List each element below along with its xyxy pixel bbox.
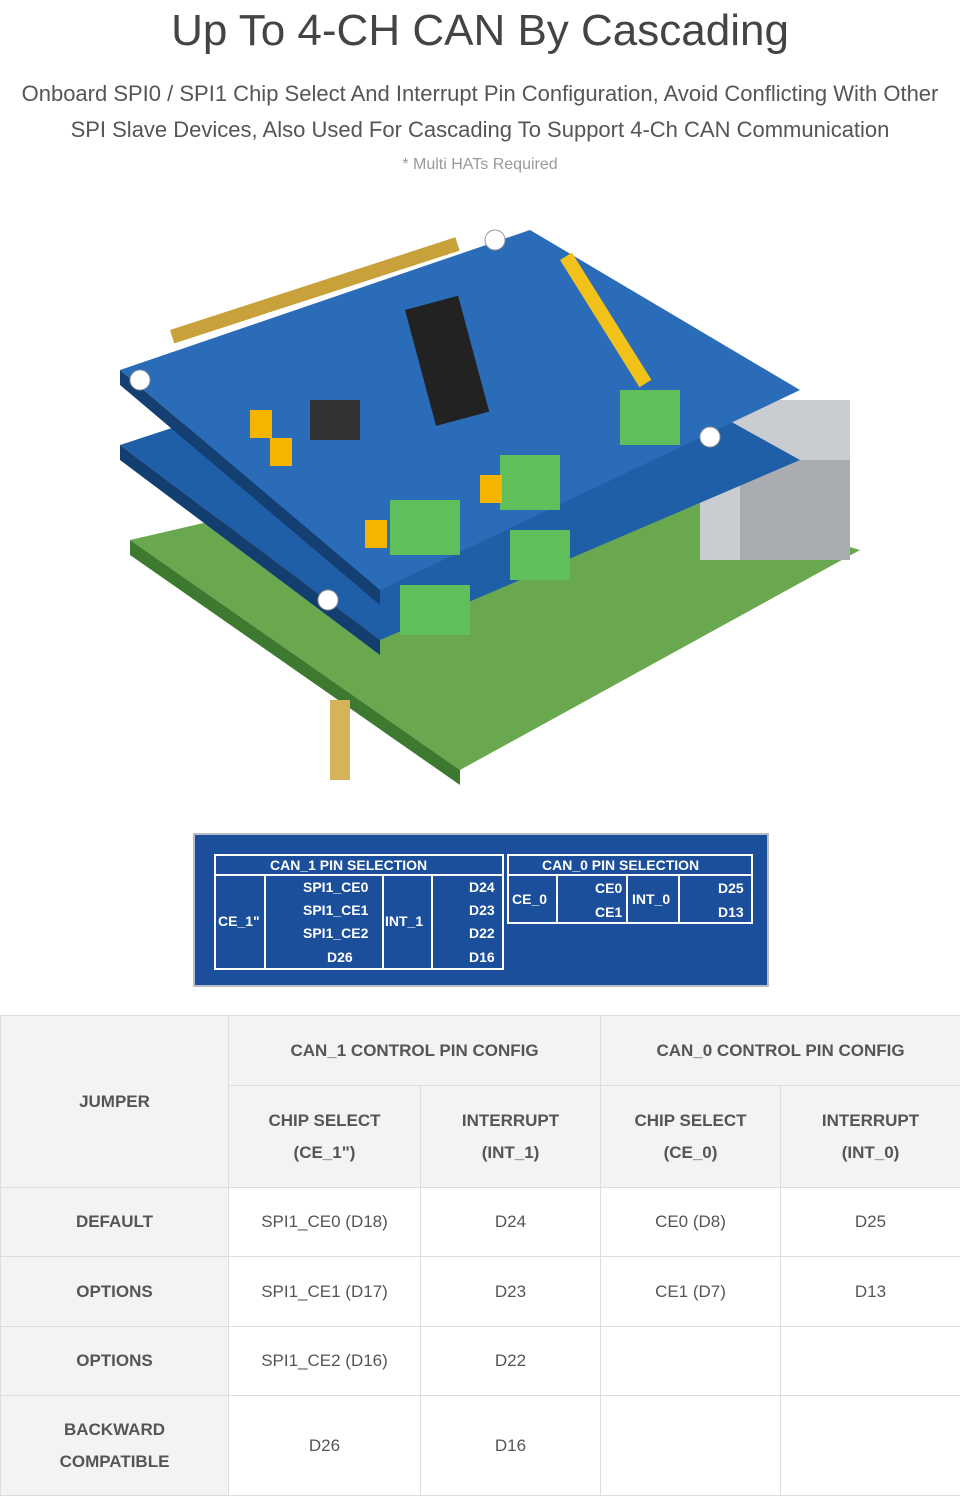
table-cell: D23 <box>420 1256 601 1327</box>
table-row: OPTIONS SPI1_CE1 (D17) D23 CE1 (D7) D13 <box>0 1256 960 1327</box>
subtitle-line-1: Onboard SPI0 / SPI1 Chip Select And Inte… <box>21 81 939 106</box>
int1-label: INT_1 <box>385 913 424 929</box>
table-cell: D13 <box>780 1256 960 1327</box>
column-header: CHIP SELECT(CE_1") <box>228 1085 421 1188</box>
table-row: BACKWARD COMPATIBLE D26 D16 <box>0 1395 960 1496</box>
subtitle: Onboard SPI0 / SPI1 Chip Select And Inte… <box>0 76 960 148</box>
can0-cs-option: CE0 <box>595 880 623 896</box>
table-cell: CE0 (D8) <box>600 1187 781 1257</box>
pin-selection-silkscreen: CAN_1 PIN SELECTION CAN_0 PIN SELECTION … <box>193 833 769 987</box>
can1-int-option: D23 <box>469 902 495 918</box>
table-cell: SPI1_CE2 (D16) <box>228 1326 421 1396</box>
can1-cs-option: SPI1_CE1 <box>303 902 369 918</box>
can1-int-option: D22 <box>469 925 495 941</box>
column-header: INTERRUPT(INT_0) <box>780 1085 960 1188</box>
product-photo <box>100 200 880 800</box>
isolation-module <box>405 295 490 426</box>
ce1-label: CE_1" <box>218 913 260 929</box>
can0-group-header: CAN_0 CONTROL PIN CONFIG <box>600 1015 960 1086</box>
subtitle-line-2: SPI Slave Devices, Also Used For Cascadi… <box>70 117 890 142</box>
table-cell: SPI1_CE0 (D18) <box>228 1187 421 1257</box>
table-cell <box>780 1326 960 1396</box>
column-header: CHIP SELECT(CE_0) <box>600 1085 781 1188</box>
can0-int-option: D13 <box>718 904 744 920</box>
table-cell: CE1 (D7) <box>600 1256 781 1327</box>
table-cell <box>780 1395 960 1496</box>
jumper-config-table: JUMPER CAN_1 CONTROL PIN CONFIG CAN_0 CO… <box>0 1015 960 1496</box>
can1-cs-option: SPI1_CE0 <box>303 879 369 895</box>
table-cell: D24 <box>420 1187 601 1257</box>
note: * Multi HATs Required <box>402 156 558 173</box>
can1-cs-option: SPI1_CE2 <box>303 925 369 941</box>
column-header: INTERRUPT(INT_1) <box>420 1085 601 1188</box>
can0-pin-selection-title: CAN_0 PIN SELECTION <box>542 857 700 873</box>
table-row: DEFAULT SPI1_CE0 (D18) D24 CE0 (D8) D25 <box>0 1187 960 1257</box>
can1-int-option: D24 <box>469 879 495 895</box>
table-row: OPTIONS SPI1_CE2 (D16) D22 <box>0 1326 960 1396</box>
table-cell: D22 <box>420 1326 601 1396</box>
can1-int-option: D16 <box>469 949 495 965</box>
jumper-header: JUMPER <box>0 1015 229 1188</box>
row-label: DEFAULT <box>0 1187 229 1257</box>
table-cell <box>600 1326 781 1396</box>
int0-label: INT_0 <box>632 891 671 907</box>
table-cell: D16 <box>420 1395 601 1496</box>
page-title: Up To 4-CH CAN By Cascading <box>171 6 789 55</box>
can1-group-header: CAN_1 CONTROL PIN CONFIG <box>228 1015 601 1086</box>
can0-int-option: D25 <box>718 880 744 896</box>
row-label: OPTIONS <box>0 1256 229 1327</box>
row-label: OPTIONS <box>0 1326 229 1396</box>
ce0-label: CE_0 <box>512 891 548 907</box>
table-cell: D26 <box>228 1395 421 1496</box>
table-cell: SPI1_CE1 (D17) <box>228 1256 421 1327</box>
table-cell: D25 <box>780 1187 960 1257</box>
can1-cs-option: D26 <box>327 949 353 965</box>
table-cell <box>600 1395 781 1496</box>
row-label: BACKWARD COMPATIBLE <box>0 1395 229 1496</box>
can0-cs-option: CE1 <box>595 904 623 920</box>
can1-pin-selection-title: CAN_1 PIN SELECTION <box>270 857 428 873</box>
